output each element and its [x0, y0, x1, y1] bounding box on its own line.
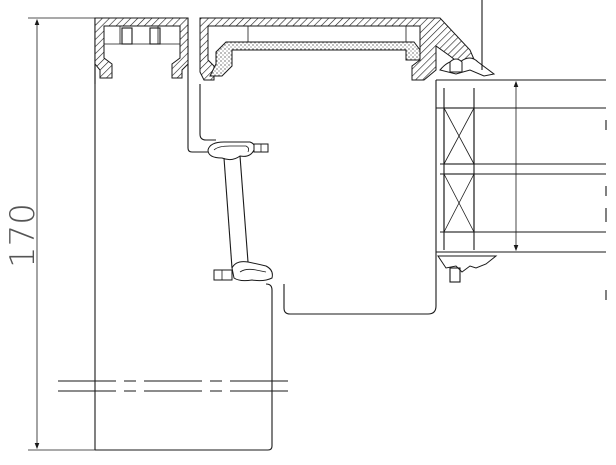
sash-vertical-bars: [223, 155, 249, 269]
lower-seal-inner: [239, 268, 267, 273]
top-gasket-lip: [449, 58, 463, 73]
sash-bottom-outline: [283, 258, 437, 315]
glass-unit: [436, 0, 607, 300]
spacer-box-upper: [443, 107, 475, 165]
lower-seal-body: [231, 261, 273, 282]
sash-bar-right: [239, 155, 249, 263]
sash-internal-walls: [247, 26, 407, 42]
bottom-gasket-clip: [449, 267, 461, 283]
sash-bar-left: [223, 157, 233, 269]
spacer-cross-lower-b: [443, 173, 475, 233]
frame-inner-wall: [187, 84, 212, 153]
dimension-170: 170: [3, 17, 95, 451]
bottom-gasket: [283, 255, 498, 315]
frame-chamber-left: [121, 27, 133, 45]
spacer-box-lower: [443, 173, 475, 233]
bottom-glazing-gasket: [437, 255, 498, 273]
upper-seal-body: [207, 141, 255, 161]
top-glazing-gasket: [439, 57, 496, 77]
seal-section-upper: [207, 141, 269, 161]
upper-seal-inner: [213, 145, 250, 153]
frame-profile: [94, 17, 273, 451]
lower-seal-tab: [213, 269, 233, 281]
sash-profile: [199, 17, 606, 258]
frame-top-hatched: [94, 17, 189, 79]
frame-chamber-walls: [103, 26, 180, 58]
sash-reinforcement: [209, 41, 421, 77]
spacer-cross-upper-b: [443, 107, 475, 165]
seal-section-lower: [213, 261, 273, 282]
sash-body-outline: [199, 80, 437, 258]
dimension-value: 170: [3, 203, 43, 268]
break-line: [58, 380, 306, 392]
frame-chamber-right: [149, 27, 161, 45]
